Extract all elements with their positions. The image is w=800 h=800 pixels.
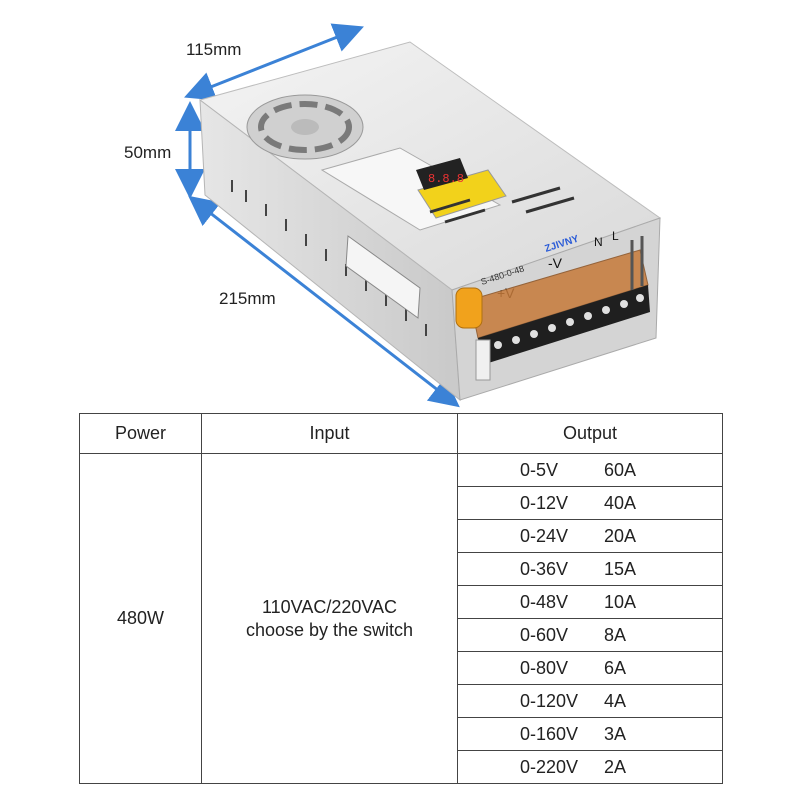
output-current: 6A <box>604 657 627 678</box>
header-power: Power <box>79 413 202 454</box>
header-output: Output <box>457 413 723 454</box>
power-value: 480W <box>79 453 202 784</box>
connector <box>475 339 491 381</box>
table-row: 0-48V 10A <box>80 585 723 619</box>
output-cell: 0-36V 15A <box>457 552 723 586</box>
output-voltage: 0-80V <box>520 657 569 678</box>
output-current: 4A <box>604 690 627 711</box>
terminal-block <box>478 285 650 365</box>
output-current: 8A <box>604 624 627 645</box>
output-cell: 0-80V 6A <box>457 651 723 685</box>
output-cell: 0-160V 3A <box>457 717 723 751</box>
output-voltage: 0-12V <box>520 492 569 513</box>
output-current: 2A <box>604 756 627 777</box>
voltage-knob <box>455 287 483 329</box>
table-row: 0-160V 3A <box>80 717 723 751</box>
terminal-l-label: L <box>612 229 619 243</box>
table-row: 0-24V 20A <box>80 519 723 553</box>
table-header-row: Power Input Output <box>79 413 723 454</box>
top-vents <box>429 186 575 224</box>
output-cell: 0-120V 4A <box>457 684 723 718</box>
height-dimension-label: 50mm <box>124 143 172 162</box>
output-current: 3A <box>604 723 627 744</box>
output-current: 15A <box>604 558 637 579</box>
table-row: 0-12V 40A <box>80 486 723 520</box>
output-voltage: 0-160V <box>520 723 579 744</box>
fan-icon <box>246 94 364 160</box>
width-arrow <box>184 23 364 101</box>
spec-table: Power Input Output 480W 110VAC/220VAC ch… <box>79 413 723 784</box>
table-row: 0-60V 8A <box>80 618 723 652</box>
table-row: 0-120V 4A <box>80 684 723 718</box>
output-cell: 0-60V 8A <box>457 618 723 652</box>
svg-text:8.8.8: 8.8.8 <box>428 172 464 186</box>
input-cell: 110VAC/220VAC choose by the switch <box>201 453 458 784</box>
output-voltage: 0-60V <box>520 624 569 645</box>
terminal-screws <box>494 294 644 349</box>
output-voltage: 0-24V <box>520 525 569 546</box>
output-cell: 0-48V 10A <box>457 585 723 619</box>
output-voltage: 0-5V <box>520 459 559 480</box>
output-current: 40A <box>604 492 637 513</box>
output-voltage: 0-220V <box>520 756 579 777</box>
output-voltage: 0-48V <box>520 591 569 612</box>
input-line-1: 110VAC/220VAC <box>261 596 398 617</box>
output-voltage: 0-36V <box>520 558 569 579</box>
terminal-neg-label: -V <box>548 255 563 271</box>
output-cell: 0-220V 2A <box>457 750 723 784</box>
front-vents <box>630 236 644 290</box>
output-cell: 0-12V 40A <box>457 486 723 520</box>
side-warning-label <box>345 235 421 319</box>
length-arrow <box>188 195 460 408</box>
table-row: 480W 110VAC/220VAC choose by the switch … <box>79 453 723 784</box>
output-cell: 0-5V 60A <box>457 453 723 487</box>
output-cell: 0-24V 20A <box>457 519 723 553</box>
terminal-n-label: N <box>594 235 603 249</box>
power-supply-illustration: 8.8.8 ZJIVNY S-480-0-48 +V -V N L <box>175 23 662 408</box>
output-voltage: 0-120V <box>520 690 579 711</box>
header-input: Input <box>201 413 458 454</box>
led-display: 8.8.8 <box>416 158 468 190</box>
output-current: 60A <box>604 459 637 480</box>
output-current: 10A <box>604 591 637 612</box>
table-row: 0-80V 6A <box>80 651 723 685</box>
output-current: 20A <box>604 525 637 546</box>
input-line-2: choose by the switch <box>245 619 414 640</box>
table-row: 0-220V 2A <box>80 750 723 784</box>
